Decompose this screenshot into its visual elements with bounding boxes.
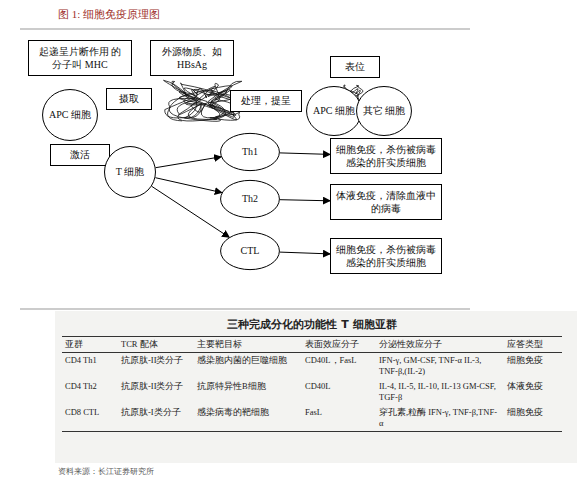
- node-text: T 细胞: [116, 165, 144, 179]
- subset-ellipse: CTL: [220, 232, 280, 270]
- node-text: 体液免疫，清除血液中 的病毒: [336, 189, 436, 216]
- ellipse-outline: [307, 87, 362, 136]
- table-cell: 抗原肽-I类分子: [118, 405, 194, 432]
- node-text: APC 细胞: [49, 108, 91, 122]
- subset-ellipse: Th1: [220, 133, 280, 171]
- note-box: 起递呈片断作用 的分子叫 MHC: [28, 40, 132, 76]
- ellipse-outline: [43, 90, 98, 141]
- table-cell: IL-4, IL-5, IL-10, IL-13 GM-CSF, TGF-β: [376, 379, 504, 405]
- table-cell: 感染胞内菌的巨噬细胞: [194, 353, 302, 380]
- table-row: CD4 Th1抗原肽-II类分子感染胞内菌的巨噬细胞CD40L，FasLIFN-…: [62, 353, 562, 380]
- table-cell: CD4 Th2: [62, 379, 118, 405]
- arrow-connector: [280, 153, 330, 155]
- cell-circle: T 细胞: [104, 146, 156, 198]
- table-row: CD4 Th2抗原肽-II类分子抗原特异性B细胞CD40LIL-4, IL-5,…: [62, 379, 562, 405]
- table-cell: 抗原特异性B细胞: [194, 379, 302, 405]
- table-header: 主要靶目标: [194, 337, 302, 353]
- table-header: 表面效应分子: [302, 337, 376, 353]
- table-cell: IFN-γ, GM-CSF, TNF-α IL-3, TNF-β,(IL-2): [376, 353, 504, 380]
- arrow-connector: [280, 200, 330, 201]
- label-box: 摄取: [106, 88, 152, 110]
- subset-ellipse: Th2: [220, 180, 280, 218]
- label-box: 激活: [50, 144, 110, 166]
- text-stack: CTL: [241, 244, 260, 258]
- table-header: 应答类型: [504, 337, 562, 353]
- table-header: TCR 配体: [118, 337, 194, 353]
- node-text: 其它 细胞: [363, 104, 406, 118]
- node-text: 起递呈片断作用 的分子叫 MHC: [34, 45, 126, 72]
- table-cell: 细胞免疫: [504, 405, 562, 432]
- text-stack: 体液免疫，清除血液中 的病毒: [336, 189, 436, 216]
- text-stack: 其它 细胞: [363, 104, 406, 118]
- ellipse-outline: [221, 133, 280, 170]
- table-cell: 体液免疫: [504, 379, 562, 405]
- cell-circle: APC 细胞: [306, 86, 362, 136]
- note-box: 外源物质、如 HBsAg: [150, 40, 234, 76]
- figure-title: 图 1: 细胞免疫原理图: [58, 7, 160, 22]
- text-stack: 表位: [345, 60, 365, 74]
- ellipse-outline: [357, 87, 412, 136]
- table-header: 分泌性效应分子: [376, 337, 504, 353]
- node-text: CTL: [241, 244, 260, 258]
- label-box: 表位: [330, 56, 380, 78]
- text-stack: 激活: [70, 148, 90, 162]
- rule-line: [20, 309, 470, 310]
- arrow-connector: [280, 252, 330, 254]
- cell-circle: APC 细胞: [42, 89, 98, 141]
- label-box: 处理，提呈: [230, 90, 302, 112]
- node-text: APC 细胞: [313, 104, 355, 118]
- node-text: Th2: [242, 192, 258, 206]
- table-cell: FasL: [302, 405, 376, 432]
- text-stack: 细胞免疫，杀伤被病毒 感染的肝实质细胞: [336, 243, 436, 270]
- table-cell: CD8 CTL: [62, 405, 118, 432]
- arrow-connector: [152, 186, 230, 237]
- table-title: 三种完成分化的功能性 T 细胞亚群: [62, 317, 562, 332]
- outcome-box: 细胞免疫，杀伤被病毒 感染的肝实质细胞: [330, 138, 442, 174]
- node-text: Th1: [242, 145, 258, 159]
- rule-line: [20, 29, 470, 30]
- ellipse-outline: [221, 180, 280, 217]
- data-table: 亚群TCR 配体主要靶目标表面效应分子分泌性效应分子应答类型CD4 Th1抗原肽…: [62, 336, 562, 432]
- ellipse-outline: [221, 232, 280, 269]
- arrow-connector: [155, 178, 221, 193]
- table-cell: CD40L: [302, 379, 376, 405]
- table-cell: 感染病毒的靶细胞: [194, 405, 302, 432]
- table-header: 亚群: [62, 337, 118, 353]
- outcome-box: 体液免疫，清除血液中 的病毒: [330, 184, 442, 220]
- source-note: 资料来源：长江证券研究所: [58, 466, 154, 477]
- table-cell: 抗原肽-II类分子: [118, 353, 194, 380]
- text-stack: Th1: [242, 145, 258, 159]
- table-cell: CD40L，FasL: [302, 353, 376, 380]
- node-text: 细胞免疫，杀伤被病毒 感染的肝实质细胞: [336, 143, 436, 170]
- node-text: 激活: [70, 148, 90, 162]
- table-cell: CD4 Th1: [62, 353, 118, 380]
- text-stack: APC 细胞: [313, 104, 355, 118]
- table-cell: 穿孔素,粒酶 IFN-γ, TNF-β,TNF-α: [376, 405, 504, 432]
- text-stack: 摄取: [119, 92, 139, 106]
- ellipse-outline: [105, 147, 156, 198]
- table-cell: 细胞免疫: [504, 353, 562, 380]
- table-panel: [55, 311, 577, 463]
- text-stack: T 细胞: [116, 165, 144, 179]
- table-cell: 抗原肽-II类分子: [118, 379, 194, 405]
- node-text: 外源物质、如 HBsAg: [156, 45, 228, 72]
- outcome-box: 细胞免疫，杀伤被病毒 感染的肝实质细胞: [330, 238, 442, 274]
- text-stack: Th2: [242, 192, 258, 206]
- text-stack: 起递呈片断作用 的分子叫 MHC: [34, 45, 126, 72]
- node-text: 表位: [345, 60, 365, 74]
- text-stack: 处理，提呈: [241, 94, 291, 108]
- text-stack: APC 细胞: [49, 108, 91, 122]
- text-stack: 细胞免疫，杀伤被病毒 感染的肝实质细胞: [336, 143, 436, 170]
- node-text: 摄取: [119, 92, 139, 106]
- node-text: 细胞免疫，杀伤被病毒 感染的肝实质细胞: [336, 243, 436, 270]
- table-row: 亚群TCR 配体主要靶目标表面效应分子分泌性效应分子应答类型: [62, 337, 562, 353]
- cell-circle: 其它 细胞: [356, 86, 412, 136]
- node-text: 处理，提呈: [241, 94, 291, 108]
- table-row: CD8 CTL抗原肽-I类分子感染病毒的靶细胞FasL穿孔素,粒酶 IFN-γ,…: [62, 405, 562, 432]
- arrow-connector: [156, 157, 221, 168]
- text-stack: 外源物质、如 HBsAg: [156, 45, 228, 72]
